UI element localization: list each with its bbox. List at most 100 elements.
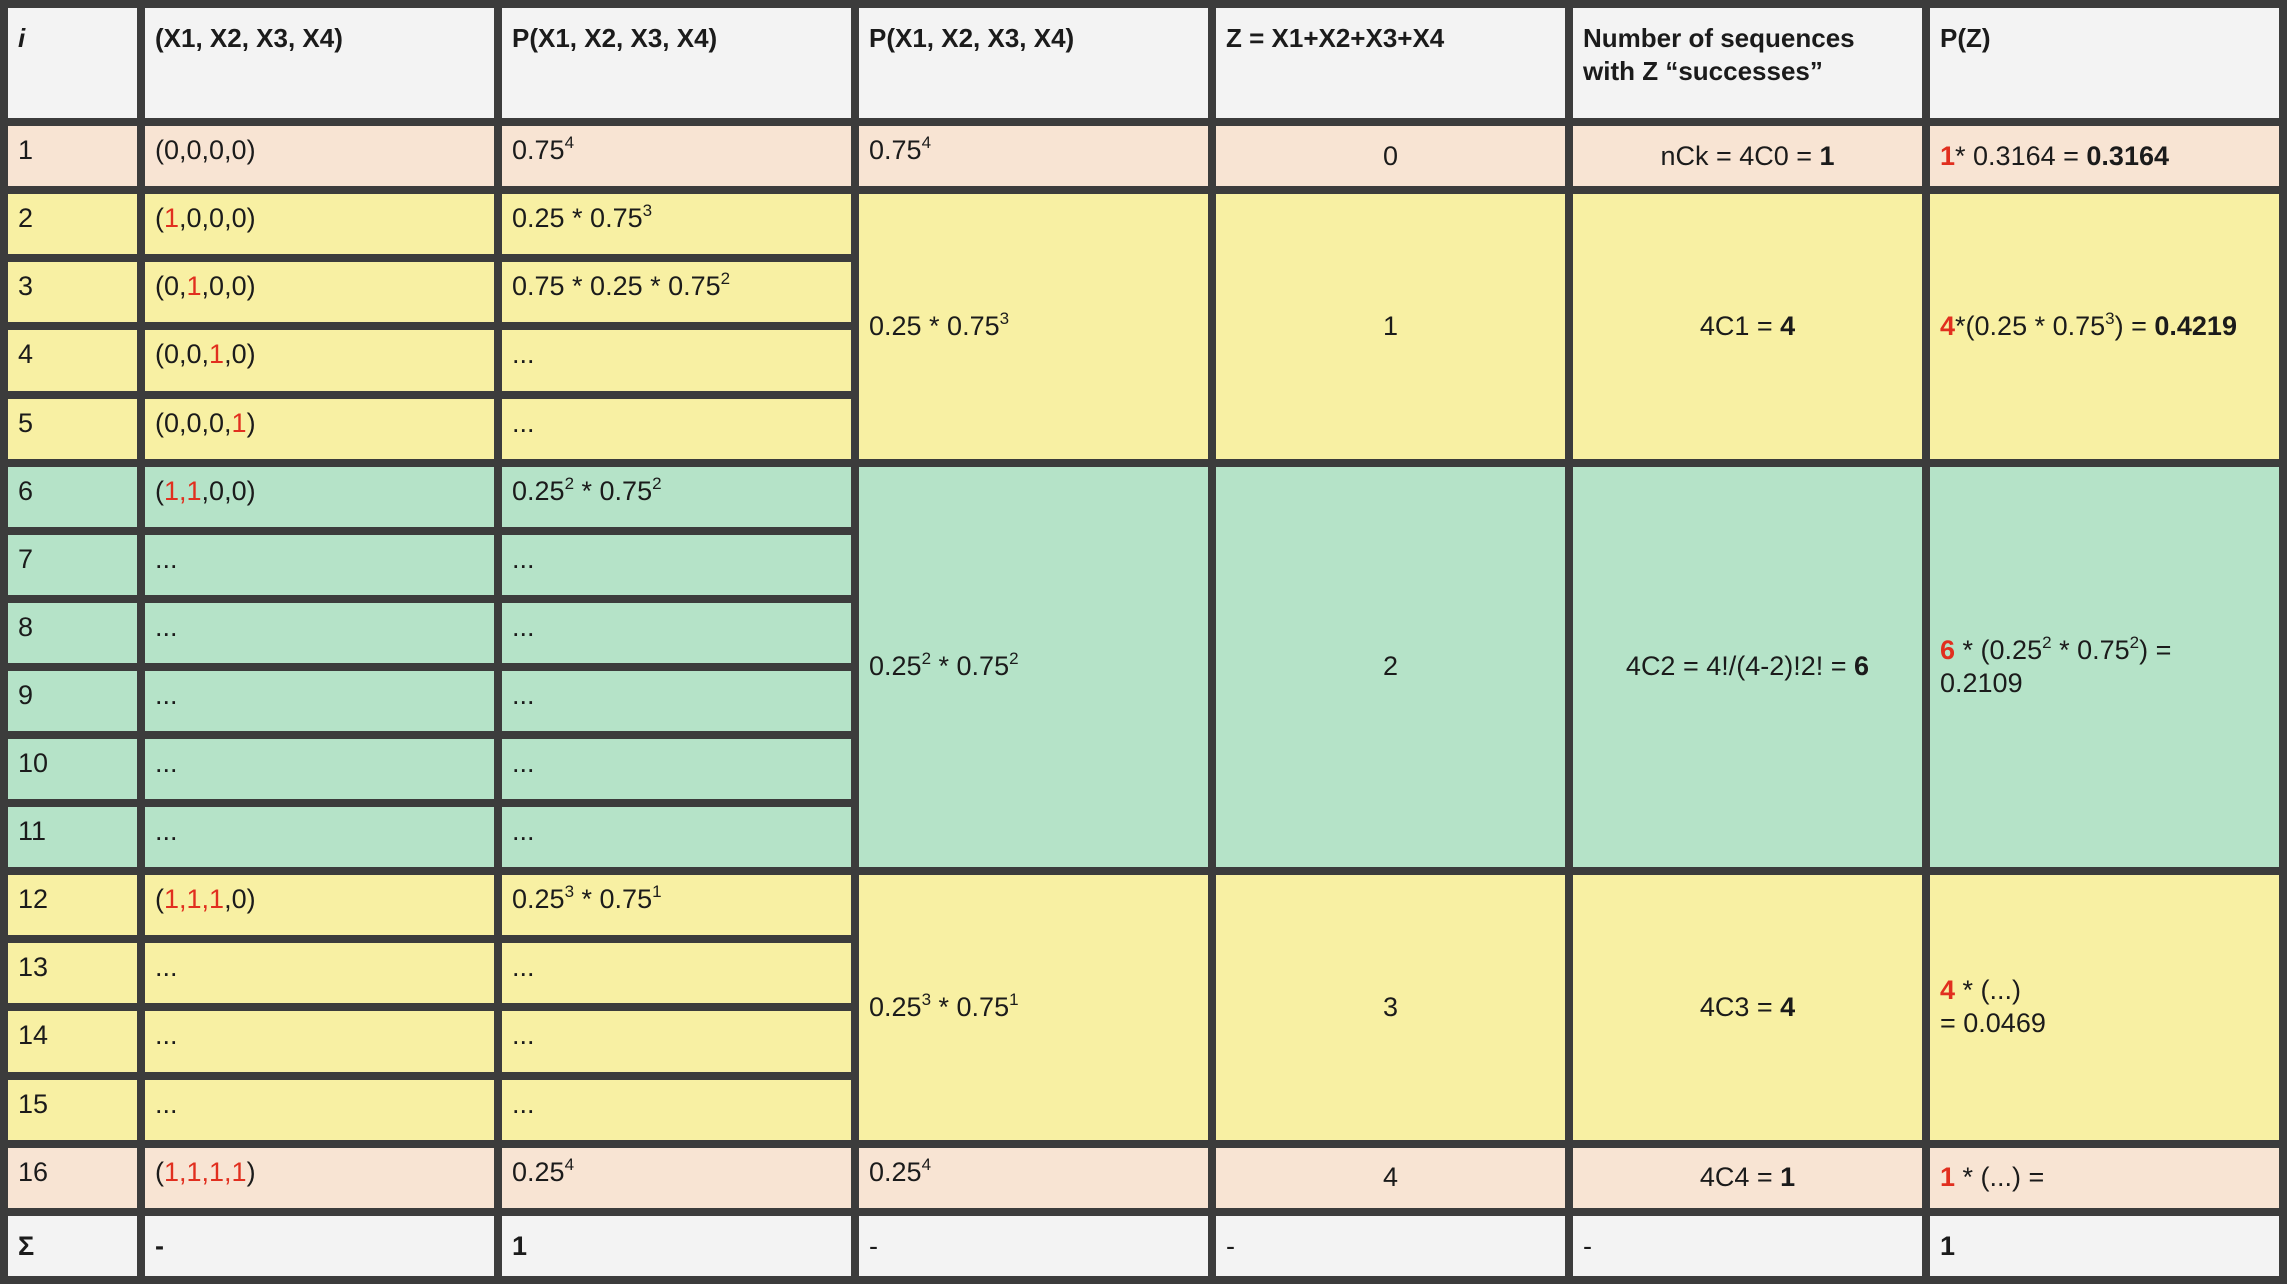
table-row: 9......	[8, 670, 2279, 732]
sum-group-probability: -	[859, 1215, 1208, 1276]
cell-probability: ...	[502, 670, 851, 732]
cell-sequence: (1,1,1,0)	[145, 875, 494, 936]
cell-group-probability: 0.254	[859, 1147, 1208, 1208]
sum-number-of-sequences: -	[1573, 1215, 1922, 1276]
cell-z: 4	[1216, 1147, 1565, 1208]
cell-pz: 1* 0.3164 = 0.3164	[1930, 126, 2279, 187]
sum-z: -	[1216, 1215, 1565, 1276]
table-row: 5(0,0,0,1)...	[8, 398, 2279, 459]
cell-z: 1	[1216, 194, 1565, 459]
cell-sequence: (1,0,0,0)	[145, 194, 494, 255]
cell-probability: ...	[502, 398, 851, 459]
table-row: 13......	[8, 943, 2279, 1004]
cell-probability: ...	[502, 534, 851, 595]
table-row: 7......	[8, 534, 2279, 595]
cell-pz: 1 * (...) =	[1930, 1147, 2279, 1208]
cell-i: 4	[8, 330, 137, 391]
cell-group-probability: 0.754	[859, 126, 1208, 187]
cell-i: 12	[8, 875, 137, 936]
cell-i: 11	[8, 807, 137, 868]
header-pz: P(Z)	[1930, 8, 2279, 119]
cell-i: 3	[8, 262, 137, 323]
cell-probability: 0.254	[502, 1147, 851, 1208]
cell-probability: ...	[502, 739, 851, 800]
sum-row: Σ - 1 - - - 1	[8, 1215, 2279, 1276]
cell-number-of-sequences: nCk = 4C0 = 1	[1573, 126, 1922, 187]
cell-sequence: ...	[145, 807, 494, 868]
header-probability: P(X1, X2, X3, X4)	[502, 8, 851, 119]
cell-z: 2	[1216, 466, 1565, 868]
sum-symbol: Σ	[8, 1215, 137, 1276]
cell-i: 6	[8, 466, 137, 527]
cell-group-probability: 0.25 * 0.753	[859, 194, 1208, 459]
cell-probability: ...	[502, 1011, 851, 1072]
header-row: i (X1, X2, X3, X4) P(X1, X2, X3, X4) P(X…	[8, 8, 2279, 119]
cell-z: 0	[1216, 126, 1565, 187]
table-row: 11......	[8, 807, 2279, 868]
sum-sequence: -	[145, 1215, 494, 1276]
cell-sequence: ...	[145, 602, 494, 663]
cell-probability: 0.75 * 0.25 * 0.752	[502, 262, 851, 323]
cell-sequence: (0,0,0,0)	[145, 126, 494, 187]
cell-z: 3	[1216, 875, 1565, 1140]
cell-sequence: (0,0,1,0)	[145, 330, 494, 391]
cell-number-of-sequences: 4C3 = 4	[1573, 875, 1922, 1140]
cell-probability: ...	[502, 943, 851, 1004]
cell-sequence: ...	[145, 1079, 494, 1140]
cell-pz: 4*(0.25 * 0.753) = 0.4219	[1930, 194, 2279, 459]
cell-pz: 4 * (...)= 0.0469	[1930, 875, 2279, 1140]
cell-i: 14	[8, 1011, 137, 1072]
cell-sequence: ...	[145, 534, 494, 595]
cell-sequence: (1,1,0,0)	[145, 466, 494, 527]
cell-probability: 0.754	[502, 126, 851, 187]
cell-probability: ...	[502, 807, 851, 868]
cell-i: 1	[8, 126, 137, 187]
cell-i: 13	[8, 943, 137, 1004]
cell-sequence: (0,1,0,0)	[145, 262, 494, 323]
cell-i: 8	[8, 602, 137, 663]
header-sequence: (X1, X2, X3, X4)	[145, 8, 494, 119]
header-i: i	[8, 8, 137, 119]
cell-number-of-sequences: 4C2 = 4!/(4-2)!2! = 6	[1573, 466, 1922, 868]
cell-sequence: (1,1,1,1)	[145, 1147, 494, 1208]
header-probability-grouped: P(X1, X2, X3, X4)	[859, 8, 1208, 119]
table-row: 10......	[8, 739, 2279, 800]
cell-i: 7	[8, 534, 137, 595]
cell-number-of-sequences: 4C1 = 4	[1573, 194, 1922, 459]
header-n-line1: Number of sequences	[1583, 23, 1855, 53]
cell-i: 2	[8, 194, 137, 255]
cell-number-of-sequences: 4C4 = 1	[1573, 1147, 1922, 1208]
cell-pz: 6 * (0.252 * 0.752) = 0.2109	[1930, 466, 2279, 868]
table-row: 14......	[8, 1011, 2279, 1072]
cell-sequence: ...	[145, 1011, 494, 1072]
header-z: Z = X1+X2+X3+X4	[1216, 8, 1565, 119]
cell-probability: ...	[502, 1079, 851, 1140]
cell-probability: 0.25 * 0.753	[502, 194, 851, 255]
table-row: 8......	[8, 602, 2279, 663]
cell-group-probability: 0.252 * 0.752	[859, 466, 1208, 868]
header-n-line2: with Z “successes”	[1583, 56, 1823, 86]
cell-i: 15	[8, 1079, 137, 1140]
cell-probability: 0.252 * 0.752	[502, 466, 851, 527]
cell-sequence: (0,0,0,1)	[145, 398, 494, 459]
cell-probability: 0.253 * 0.751	[502, 875, 851, 936]
table-row: 15......	[8, 1079, 2279, 1140]
cell-i: 5	[8, 398, 137, 459]
cell-group-probability: 0.253 * 0.751	[859, 875, 1208, 1140]
sum-probability: 1	[502, 1215, 851, 1276]
table-row: 4(0,0,1,0)...	[8, 330, 2279, 391]
sum-pz: 1	[1930, 1215, 2279, 1276]
cell-i: 10	[8, 739, 137, 800]
cell-probability: ...	[502, 602, 851, 663]
cell-sequence: ...	[145, 943, 494, 1004]
header-number-of-sequences: Number of sequences with Z “successes”	[1573, 8, 1922, 119]
cell-sequence: ...	[145, 739, 494, 800]
table-row: 3(0,1,0,0)0.75 * 0.25 * 0.752	[8, 262, 2279, 323]
cell-probability: ...	[502, 330, 851, 391]
cell-sequence: ...	[145, 670, 494, 732]
